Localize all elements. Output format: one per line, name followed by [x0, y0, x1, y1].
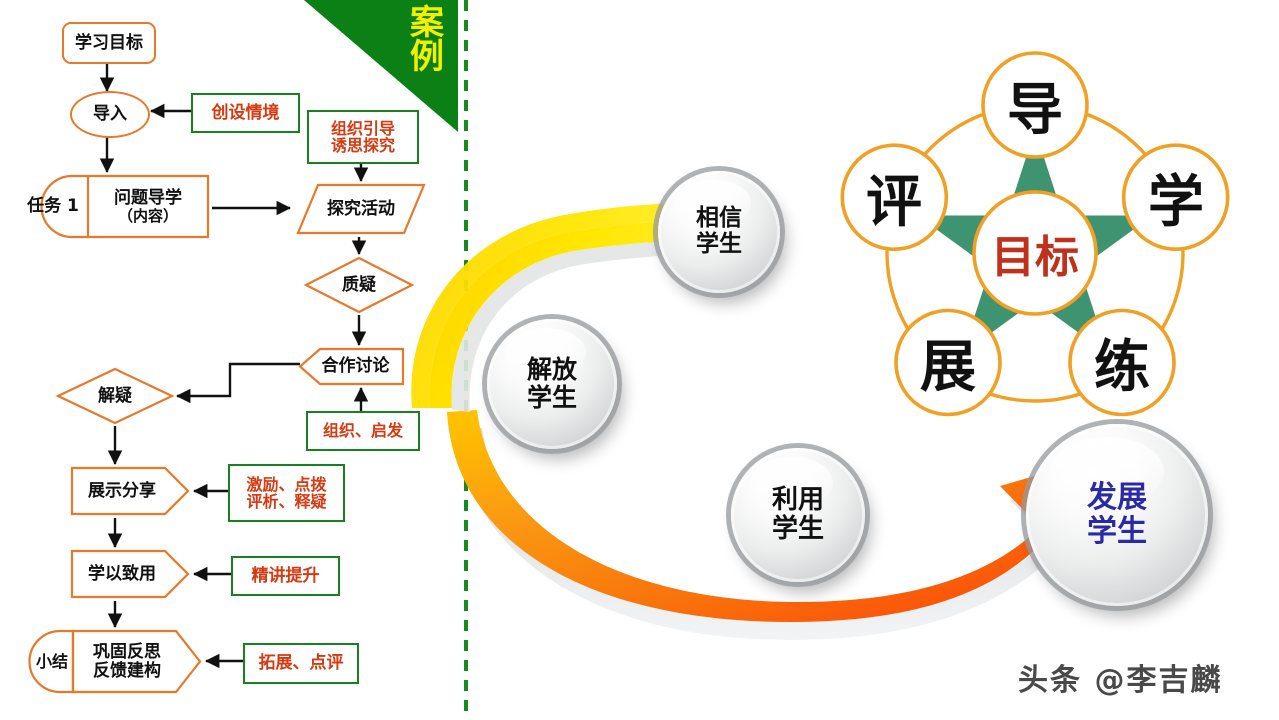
sphere-text: 相信 学生	[696, 205, 742, 258]
annotation-organize-guide[interactable]: 组织引导 诱思探究	[307, 110, 419, 164]
annotation-expand-comment[interactable]: 拓展、点评	[243, 643, 359, 684]
sphere-text: 利用 学生	[771, 484, 824, 544]
annotation-line: 精讲提升	[251, 565, 320, 586]
sphere-line2: 学生	[1087, 514, 1147, 549]
sphere-line1: 利用	[771, 484, 824, 515]
annotation-line: 评析、释疑	[246, 492, 327, 511]
sphere-line2: 学生	[696, 231, 742, 257]
sphere-utilize-students[interactable]: 利用 学生	[731, 448, 865, 582]
annotation-encourage-guide[interactable]: 激励、点拨 评析、释疑	[228, 464, 345, 522]
sphere-line2: 学生	[771, 514, 824, 544]
watermark: 头条 @李吉麟	[1018, 663, 1223, 698]
annotation-line: 拓展、点评	[258, 653, 344, 674]
sphere-develop-students[interactable]: 发展 学生	[1026, 424, 1208, 606]
sphere-text: 发展 学生	[1087, 481, 1147, 548]
banner-label: 案例	[410, 3, 444, 77]
annotation-line: 创设情境	[211, 102, 280, 123]
sphere-line1: 相信	[696, 205, 742, 232]
annotation-line: 组织、启发	[322, 421, 403, 441]
sphere-liberate-students[interactable]: 解放 学生	[487, 319, 617, 449]
sphere-line1: 发展	[1087, 480, 1147, 516]
annotation-line: 激励、点拨	[246, 474, 327, 494]
annotation-create-situation[interactable]: 创设情境	[191, 93, 300, 133]
sphere-line1: 解放	[526, 355, 577, 384]
sphere-believe-students[interactable]: 相信 学生	[658, 171, 780, 293]
annotation-focused-teaching[interactable]: 精讲提升	[231, 556, 340, 596]
annotation-line: 诱思探究	[330, 136, 395, 155]
sphere-line2: 学生	[526, 383, 577, 412]
annotation-organize-inspire[interactable]: 组织、启发	[306, 411, 420, 451]
annotation-line: 组织引导	[330, 118, 395, 138]
sphere-text: 解放 学生	[527, 356, 577, 412]
